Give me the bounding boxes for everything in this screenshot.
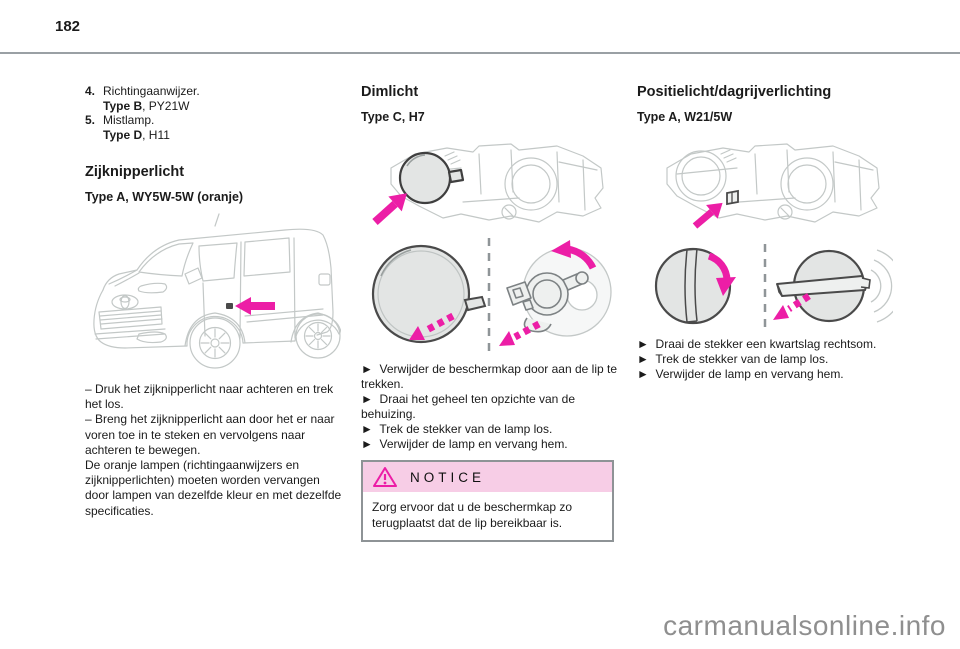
arrow-head-icon (773, 305, 789, 320)
headlamp-housing-illustration (372, 143, 604, 225)
bulb-holder-drawing (506, 247, 612, 337)
list-item-spec: Type D, H11 (85, 128, 343, 143)
watermark: carmanualsonline.info (663, 610, 946, 641)
instruction-step: – Druk het zijknipperlicht naar achteren… (85, 382, 334, 412)
bulb-type: Type D (103, 127, 143, 142)
arrow-up-right-icon (692, 202, 723, 229)
connector-before (654, 247, 732, 325)
list-item-number: 5. (85, 113, 96, 127)
headlamp-housing-illustration (666, 143, 880, 229)
pull-direction-dashes (423, 312, 455, 335)
column-positielicht: Positielicht/dagrijverlichting Type A, W… (637, 84, 895, 382)
header-rule (0, 52, 960, 54)
instruction-note: De oranje lampen (richtingaanwijzers en … (85, 458, 342, 518)
dimlicht-protective-cap (398, 151, 452, 205)
list-item-number: 4. (85, 84, 96, 98)
list-item-spec: Type B, PY21W (85, 99, 343, 114)
notice-header: NOTICE (363, 462, 612, 492)
instruction-step: ► Verwijder de lamp en vervang hem. (637, 367, 844, 381)
connector-after (776, 249, 893, 323)
section-heading: Positielicht/dagrijverlichting (637, 84, 832, 100)
arrow-head-icon (499, 331, 515, 346)
page-number: 182 (55, 18, 81, 35)
arrow-head-icon (409, 326, 425, 340)
arrow-left-icon (235, 297, 275, 315)
instructions: ► Verwijder de beschermkap door aan de l… (361, 362, 619, 452)
instruction-step: ► Draai het geheel ten opzichte van de b… (361, 392, 579, 421)
cap-and-bulb-illustration (371, 238, 612, 351)
section-heading: Zijknipperlicht (85, 164, 185, 180)
notice-box: NOTICE Zorg ervoor dat u de beschermkap … (361, 460, 614, 542)
bulb-type-subheading: Type C, H7 (361, 110, 425, 124)
notice-text: Zorg ervoor dat u de beschermkap zo teru… (363, 492, 612, 540)
bulb-type: Type B (103, 98, 143, 113)
van-illustration (93, 213, 341, 369)
arrow-up-right-icon (372, 193, 407, 225)
instruction-step: ► Trek de stekker van de lamp los. (637, 352, 829, 366)
instruction-step: – Breng het zijknipperlicht aan door het… (85, 412, 335, 457)
instructions: – Druk het zijknipperlicht naar achteren… (85, 382, 343, 519)
protective-cap (371, 244, 471, 344)
instructions: ► Draai de stekker een kwartslag rechtso… (637, 337, 895, 382)
list-item-label: Richtingaanwijzer. (103, 84, 200, 98)
list-item: 4. Richtingaanwijzer. (85, 84, 343, 99)
section-heading: Dimlicht (361, 84, 419, 100)
cap-tab (463, 295, 487, 312)
side-indicator-lamp (226, 303, 233, 309)
pull-direction-dashes (787, 293, 811, 312)
connector-quarter-turn-illustration (654, 244, 893, 328)
list-item: 5. Mistlamp. (85, 113, 343, 128)
column-dimlicht: Dimlicht Type C, H7 (361, 84, 619, 542)
instruction-step: ► Verwijder de beschermkap door aan de l… (361, 362, 621, 391)
instruction-step: ► Draai de stekker een kwartslag rechtso… (637, 337, 877, 351)
warning-icon (373, 467, 397, 487)
bulb-code: , H11 (142, 127, 170, 142)
instruction-step: ► Verwijder de lamp en vervang hem. (361, 437, 568, 451)
column-zijknipperlicht: 4. Richtingaanwijzer. Type B, PY21W 5. M… (85, 84, 343, 519)
bulb-code: , PY21W (142, 98, 190, 113)
instruction-step: ► Trek de stekker van de lamp los. (361, 422, 553, 436)
bulb-type-subheading: Type A, WY5W-5W (oranje) (85, 190, 244, 204)
rotate-cw-arrow-icon (707, 252, 731, 281)
list-item-label: Mistlamp. (103, 113, 155, 127)
notice-title: NOTICE (410, 469, 486, 485)
bulb-type-subheading: Type A, W21/5W (637, 110, 733, 124)
